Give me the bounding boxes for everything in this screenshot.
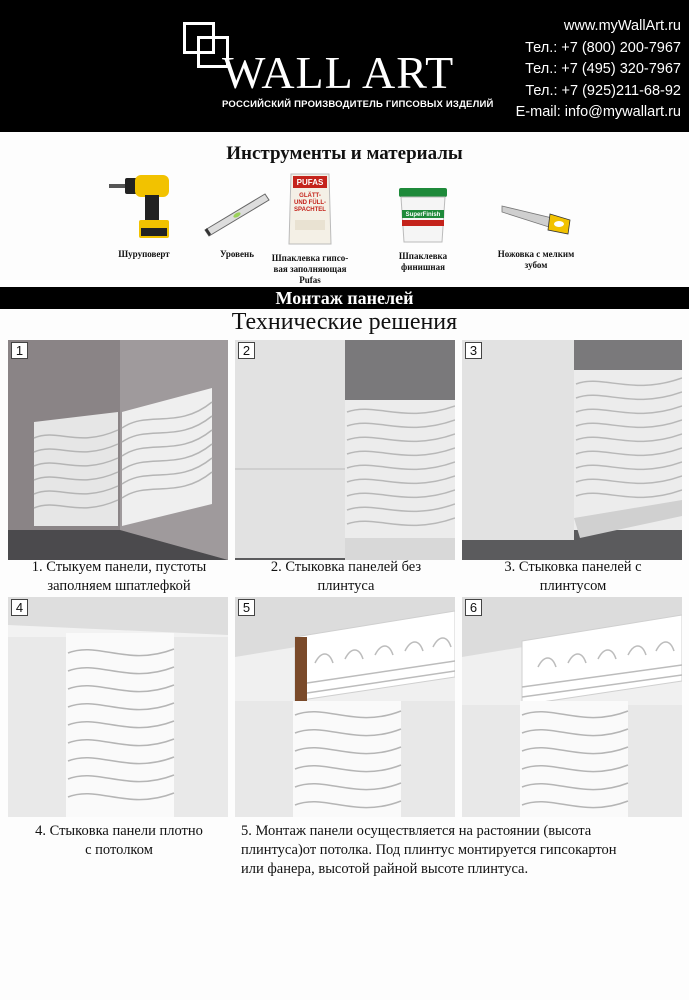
panel-2-number: 2 bbox=[238, 342, 255, 359]
tool-drill: Шуруповерт bbox=[104, 170, 184, 260]
phone-1: Тел.: +7 (800) 200-7967 bbox=[525, 39, 681, 56]
tool-saw-label-1: Ножовка с мелким bbox=[497, 249, 575, 259]
photo-panel-1: 1 bbox=[8, 340, 228, 560]
caption-5-line-3: или фанера, высотой райной высоте плинту… bbox=[241, 861, 529, 877]
photo-panel-3: 3 bbox=[462, 340, 682, 560]
putty-bucket-icon: SuperFinish bbox=[399, 188, 447, 243]
caption-3-line-1: 3. Стыковка панелей с bbox=[504, 559, 642, 575]
panel-3-number: 3 bbox=[465, 342, 482, 359]
bag-text-1: GLÄTT- bbox=[299, 192, 321, 199]
caption-2: 2. Стыковка панелей без плинтуса bbox=[233, 558, 459, 596]
saw-icon bbox=[501, 205, 571, 235]
tool-putty-bag-label-3: Pufas bbox=[299, 275, 321, 285]
caption-2-line-2: плинтуса bbox=[317, 578, 375, 594]
tool-putty-bag-label-2: вая заполняющая bbox=[273, 264, 347, 274]
caption-5: 5. Монтаж панели осуществляется на расто… bbox=[241, 822, 686, 879]
tool-putty-bucket-label-2: финишная bbox=[401, 262, 445, 272]
photo-panel-2: 2 bbox=[235, 340, 455, 560]
caption-3: 3. Стыковка панелей с плинтусом bbox=[460, 558, 686, 596]
panel-3-illustration bbox=[462, 340, 682, 560]
caption-2-line-1: 2. Стыковка панелей без bbox=[270, 559, 422, 575]
photo-panel-4: 4 bbox=[8, 597, 228, 817]
phone-2: Тел.: +7 (495) 320-7967 bbox=[525, 61, 681, 77]
tool-saw-label-2: зубом bbox=[524, 260, 548, 270]
photo-panel-5: 5 bbox=[235, 597, 455, 817]
panel-2-illustration bbox=[235, 340, 455, 560]
caption-4-line-1: 4. Стыковка панели плотно bbox=[35, 823, 203, 839]
panel-1-illustration bbox=[8, 340, 228, 560]
level-icon bbox=[204, 193, 270, 237]
brand-logo: WALL ART bbox=[222, 47, 455, 98]
panel-5-number: 5 bbox=[238, 599, 255, 616]
caption-5-line-1: 5. Монтаж панели осуществляется на расто… bbox=[241, 823, 592, 839]
bag-text-2: UND FÜLL- bbox=[294, 199, 326, 206]
section-bar: Монтаж панелей bbox=[0, 287, 689, 309]
section-subtitle: Технические решения bbox=[231, 309, 458, 335]
phone-3: Тел.: +7 (925)211-68-92 bbox=[525, 82, 681, 99]
panel-4-illustration bbox=[8, 597, 228, 817]
tools-row: Шуруповерт Уровень PUFAS GLÄTT- UND FÜLL… bbox=[0, 170, 689, 290]
caption-5-line-2: плинтуса)от потолка. Под плинтус монтиру… bbox=[241, 842, 617, 858]
panel-6-illustration bbox=[462, 597, 682, 817]
logo-squares-icon bbox=[183, 22, 231, 74]
putty-bag-icon: PUFAS GLÄTT- UND FÜLL- SPACHTEL bbox=[288, 173, 332, 245]
header: WALL ART РОССИЙСКИЙ ПРОИЗВОДИТЕЛЬ ГИПСОВ… bbox=[0, 0, 689, 132]
caption-1-line-2: заполняем шпатлефкой bbox=[47, 578, 191, 594]
bag-brand-text: PUFAS bbox=[297, 178, 324, 187]
drill-icon bbox=[109, 175, 169, 238]
panel-4-number: 4 bbox=[11, 599, 28, 616]
bag-text-3: SPACHTEL bbox=[294, 207, 326, 213]
panel-5-illustration bbox=[235, 597, 455, 817]
bucket-brand-text: SuperFinish bbox=[406, 212, 441, 218]
caption-1: 1. Стыкуем панели, пустоты заполняем шпа… bbox=[6, 558, 232, 596]
panel-1-number: 1 bbox=[11, 342, 28, 359]
tool-putty-bucket: SuperFinish Шпаклевка финишная bbox=[385, 184, 461, 273]
tool-drill-label: Шуруповерт bbox=[118, 249, 170, 259]
tool-putty-bag: PUFAS GLÄTT- UND FÜLL- SPACHTEL Шпаклевк… bbox=[254, 170, 366, 286]
tools-title: Инструменты и материалы bbox=[226, 143, 463, 164]
tool-level-label: Уровень bbox=[220, 249, 254, 259]
tool-saw: Ножовка с мелким зубом bbox=[488, 192, 584, 271]
email-link[interactable]: E-mail: info@mywallart.ru bbox=[515, 104, 681, 120]
caption-4: 4. Стыковка панели плотно с потолком bbox=[6, 822, 232, 860]
caption-1-line-1: 1. Стыкуем панели, пустоты bbox=[31, 559, 207, 575]
panel-6-number: 6 bbox=[465, 599, 482, 616]
caption-4-line-2: с потолком bbox=[85, 842, 153, 858]
tool-putty-bag-label-1: Шпаклевка гипсо- bbox=[271, 253, 349, 263]
photo-panel-6: 6 bbox=[462, 597, 682, 817]
brand-tagline: РОССИЙСКИЙ ПРОИЗВОДИТЕЛЬ ГИПСОВЫХ ИЗДЕЛИ… bbox=[222, 99, 494, 110]
tool-level: Уровень bbox=[200, 184, 274, 260]
website-link[interactable]: www.myWallArt.ru bbox=[563, 18, 681, 34]
contacts: www.myWallArt.ru Тел.: +7 (800) 200-7967… bbox=[516, 16, 681, 124]
tool-putty-bucket-label-1: Шпаклевка bbox=[398, 251, 448, 261]
caption-3-line-2: плинтусом bbox=[539, 578, 607, 594]
